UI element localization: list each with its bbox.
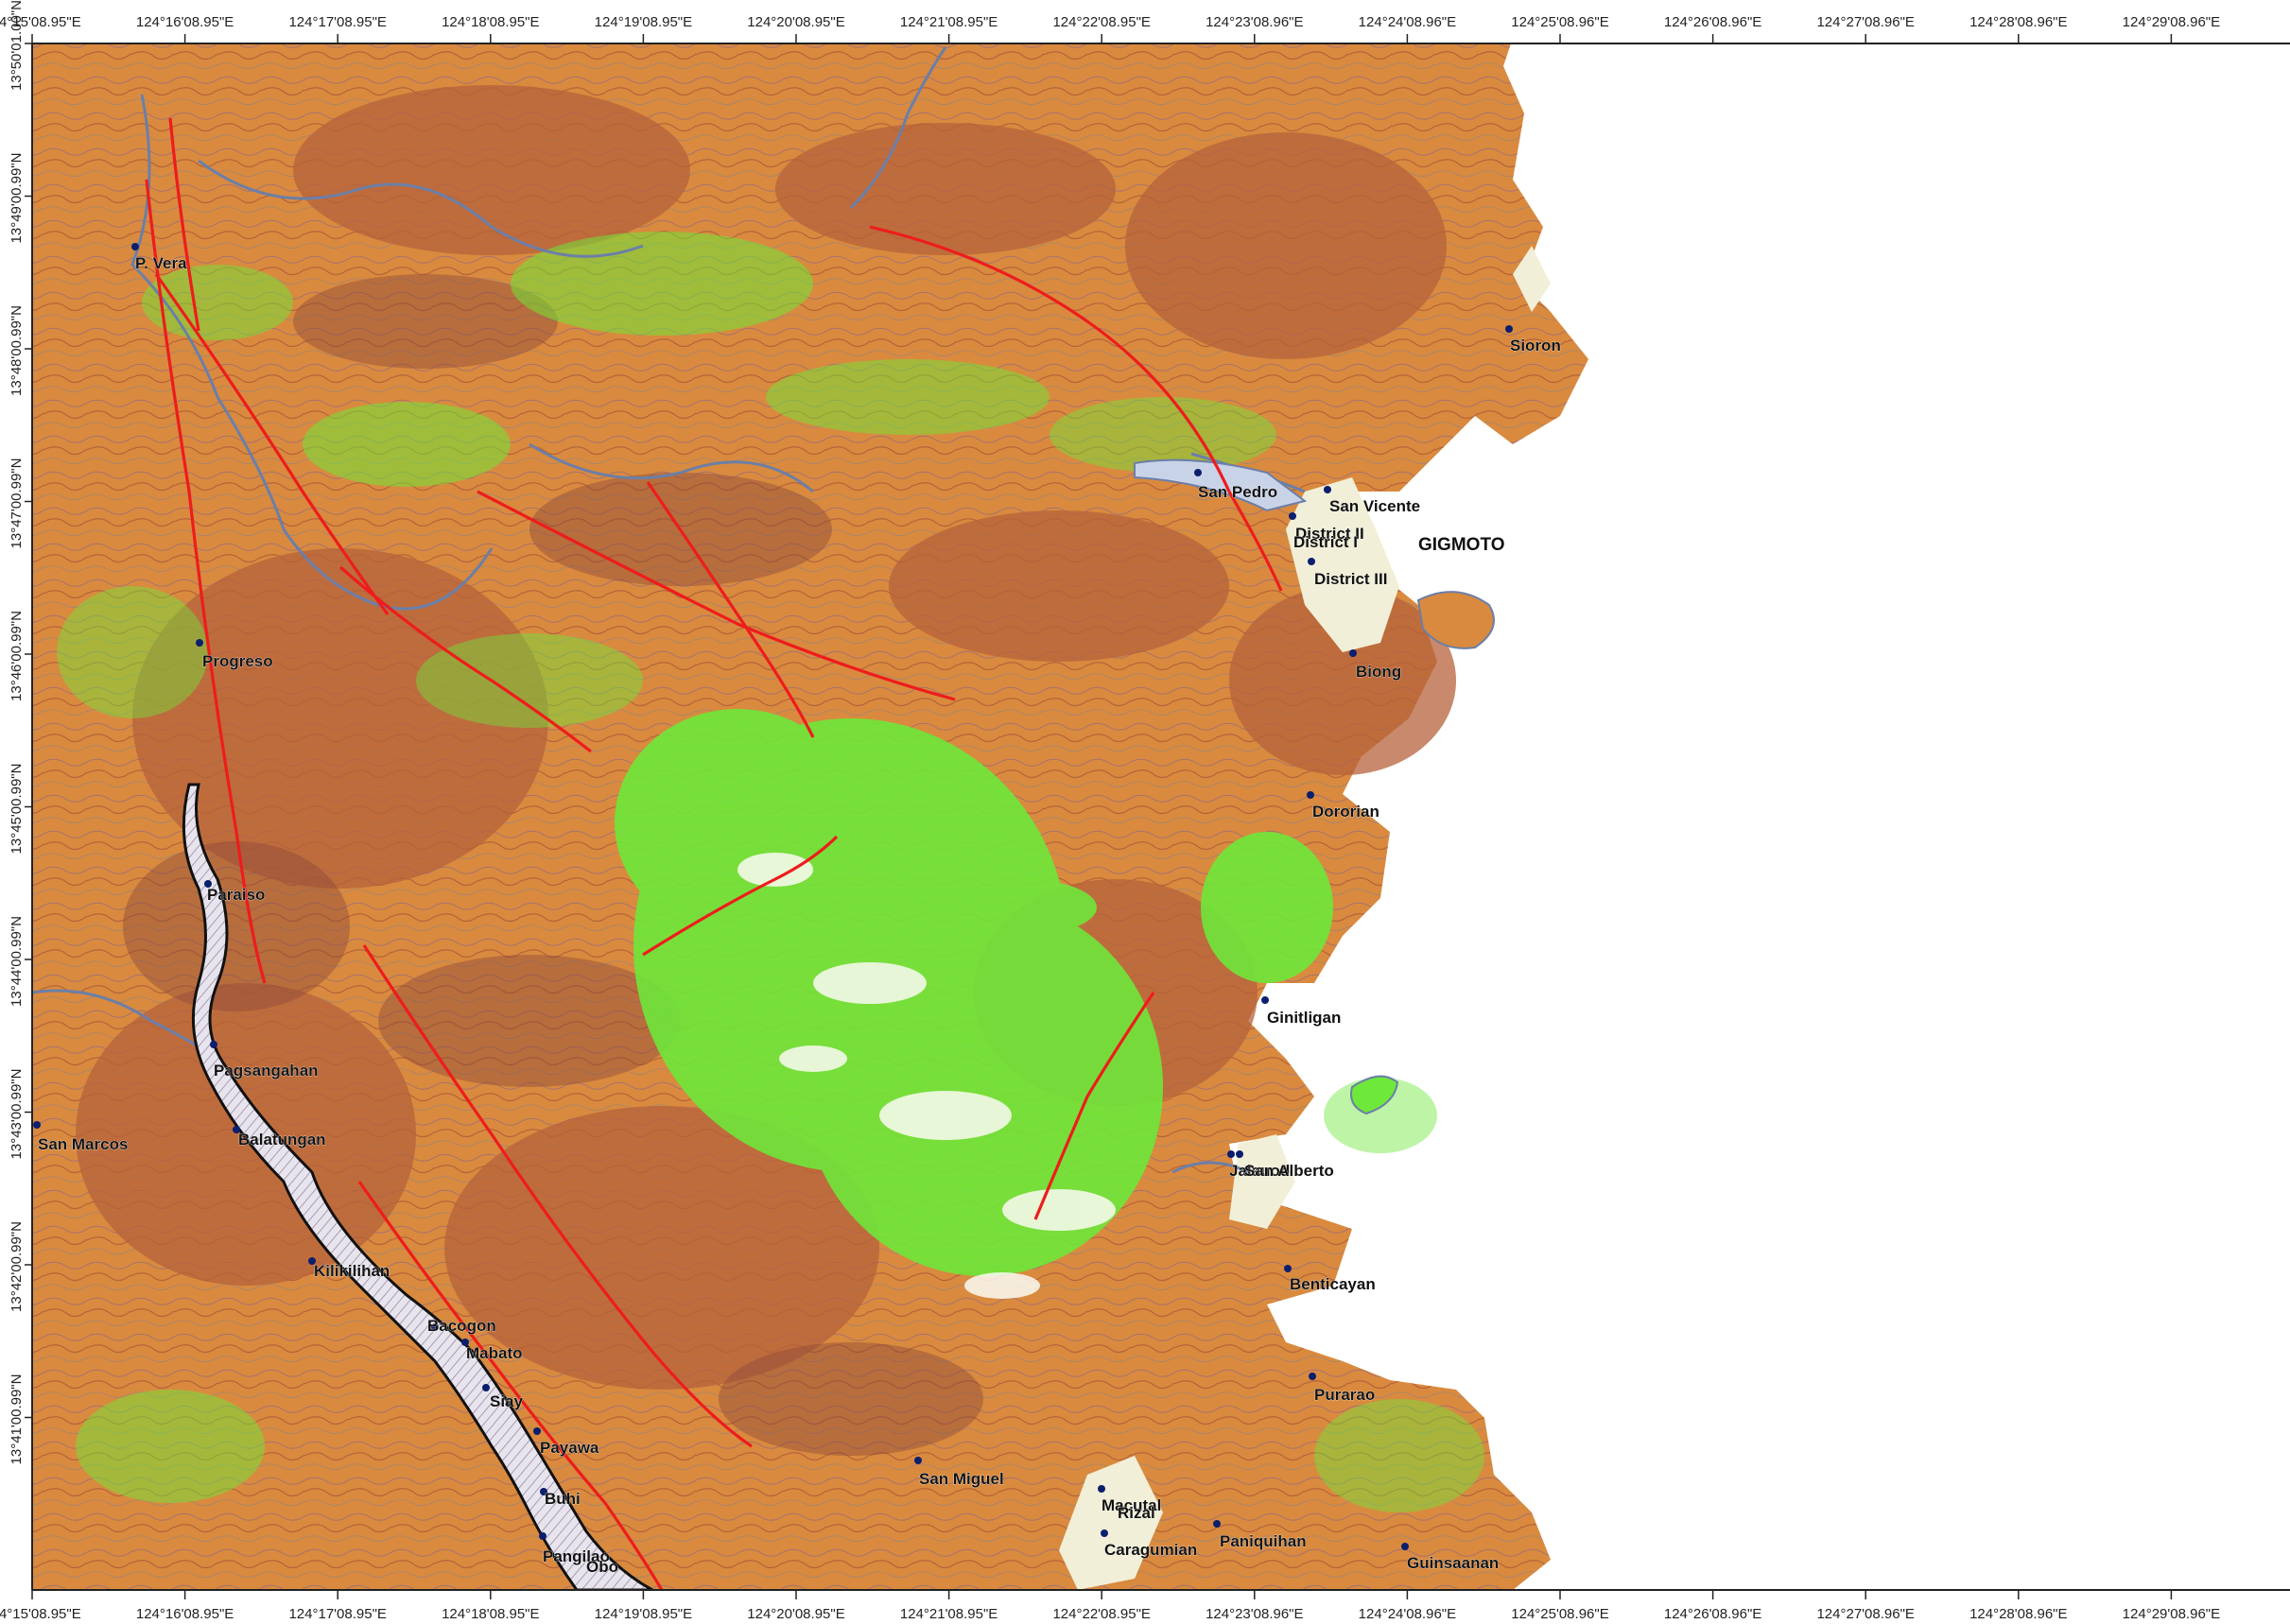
longitude-tick-label: 124°22'08.95"E [1052, 14, 1150, 30]
longitude-tick-label: 124°25'08.96"E [1511, 14, 1608, 30]
place-label: Paraiso [207, 886, 265, 904]
fault-line [646, 481, 815, 738]
longitude-tick-label: 124°27'08.96"E [1816, 14, 1914, 30]
place-label: Benticayan [1290, 1275, 1376, 1293]
place-label: San Pedro [1198, 483, 1277, 501]
fault-lines [145, 117, 1283, 1590]
place-label: Dororian [1312, 803, 1379, 821]
place-label: Macutal [1102, 1496, 1161, 1514]
longitude-tick-label: 124°24'08.96"E [1359, 14, 1456, 30]
place-label: San Vicente [1329, 497, 1420, 515]
islet [1416, 591, 1495, 649]
river-network [32, 46, 1306, 1174]
longitude-tick-label: 124°29'08.96"E [2123, 1606, 2220, 1622]
latitude-tick-label: 13°45'00.99"N [9, 764, 25, 855]
fault-line [869, 225, 1283, 592]
latitude-tick-label: 13°42'00.99"N [9, 1221, 25, 1312]
settlement-markers [33, 243, 1513, 1550]
fault-line [338, 565, 592, 753]
fault-line [362, 944, 753, 1448]
longitude-tick-label: 124°22'08.95"E [1052, 1606, 1150, 1622]
longitude-tick-label: 124°16'08.95"E [136, 14, 234, 30]
longitude-tick-label: 124°16'08.95"E [136, 1606, 234, 1622]
place-label: Jalauod [1229, 1162, 1290, 1180]
longitude-tick-label: 124°21'08.95"E [900, 1606, 998, 1622]
latitude-tick-label: 13°50'01.00"N [9, 0, 25, 91]
longitude-tick-label: 124°18'08.95"E [442, 1606, 539, 1622]
place-label: Mabato [466, 1344, 523, 1362]
place-label: Buhi [545, 1490, 581, 1508]
vegetation-cover [57, 232, 1484, 1512]
latitude-tick-label: 13°49'00.99"N [9, 153, 25, 244]
fault-line [145, 179, 267, 984]
place-label: Obo [586, 1558, 618, 1576]
longitude-tick-label: 124°19'08.95"E [595, 1606, 692, 1622]
longitude-tick-label: 124°23'08.96"E [1206, 1606, 1303, 1622]
fault-line [357, 1181, 664, 1590]
longitude-tick-label: 124°28'08.96"E [1969, 14, 2067, 30]
latitude-tick-label: 13°41'00.99"N [9, 1374, 25, 1465]
longitude-tick-label: 124°28'08.96"E [1969, 1606, 2067, 1622]
longitude-tick-label: 124°29'08.96"E [2123, 14, 2220, 30]
lake-buhi-channel [182, 783, 653, 1590]
place-label: P. Vera [135, 254, 187, 272]
bottom-longitude-axis: 124°15'08.95"E 124°16'08.95"E 124°17'08.95… [0, 1590, 2220, 1622]
top-longitude-axis: 124°15'08.95"E 124°16'08.95"E 124°17'08.95… [0, 14, 2220, 43]
place-label: Ginitligan [1267, 1009, 1341, 1027]
place-label: Biong [1356, 663, 1401, 681]
latitude-tick-label: 13°48'00.99"N [9, 305, 25, 396]
place-label: District I [1293, 533, 1358, 551]
fault-line [477, 490, 956, 701]
longitude-tick-label: 124°20'08.95"E [747, 1606, 844, 1622]
longitude-tick-label: 124°18'08.95"E [442, 14, 539, 30]
longitude-tick-label: 124°24'08.96"E [1359, 1606, 1456, 1622]
longitude-tick-label: 124°25'08.96"E [1511, 1606, 1608, 1622]
place-labels: P. Vera Progreso Paraiso Pagsangahan San… [38, 254, 1561, 1577]
longitude-tick-label: 124°17'08.95"E [288, 1606, 386, 1622]
longitude-tick-label: 124°15'08.95"E [0, 14, 81, 30]
place-label: Purarao [1314, 1386, 1375, 1404]
latitude-tick-label: 13°47'00.99"N [9, 458, 25, 549]
place-label: San Marcos [38, 1135, 128, 1153]
longitude-tick-label: 124°27'08.96"E [1816, 1606, 1914, 1622]
latitude-tick-label: 13°44'00.99"N [9, 916, 25, 1007]
place-label: District III [1314, 570, 1387, 588]
river-channel [1134, 458, 1308, 512]
place-label: Siay [490, 1392, 524, 1410]
longitude-tick-label: 124°26'08.96"E [1664, 14, 1761, 30]
longitude-tick-label: 124°17'08.95"E [288, 14, 386, 30]
longitude-tick-label: 124°19'08.95"E [595, 14, 692, 30]
fault-line [642, 835, 839, 957]
longitude-tick-label: 124°20'08.95"E [747, 14, 844, 30]
place-label: Caragumian [1104, 1541, 1197, 1559]
longitude-tick-label: 124°21'08.95"E [900, 14, 998, 30]
fault-line [168, 117, 200, 332]
longitude-tick-label: 124°23'08.96"E [1206, 14, 1303, 30]
fault-line [154, 273, 390, 615]
latitude-tick-label: 13°46'00.99"N [9, 611, 25, 701]
place-label: San Miguel [919, 1470, 1004, 1488]
fault-line [1033, 992, 1155, 1220]
longitude-tick-label: 124°15'08.95"E [0, 1606, 81, 1622]
left-latitude-axis: 13°50'01.00"N 13°49'00.99"N 13°48'00.99"N 1… [9, 0, 32, 1464]
place-label: Pangilao [543, 1547, 610, 1565]
latitude-tick-label: 13°43'00.99"N [9, 1069, 25, 1160]
place-label: Pagsangahan [214, 1062, 319, 1080]
place-label: Progreso [202, 652, 273, 670]
place-label: Kilikilihan [314, 1262, 390, 1280]
place-label: Payawa [540, 1439, 599, 1457]
place-label: Sioron [1510, 337, 1561, 354]
place-label: Guinsaanan [1407, 1554, 1499, 1572]
coastal-plain [1286, 477, 1399, 652]
place-label: Balatungan [238, 1131, 326, 1149]
region-label: GIGMOTO [1418, 535, 1504, 555]
place-label: Bacogon [427, 1317, 496, 1335]
place-label: Rizal [1118, 1504, 1155, 1522]
longitude-tick-label: 124°26'08.96"E [1664, 1606, 1761, 1622]
place-label: San Alberto [1244, 1162, 1334, 1180]
place-label: Paniquihan [1220, 1532, 1307, 1550]
place-label: District II [1295, 525, 1364, 543]
